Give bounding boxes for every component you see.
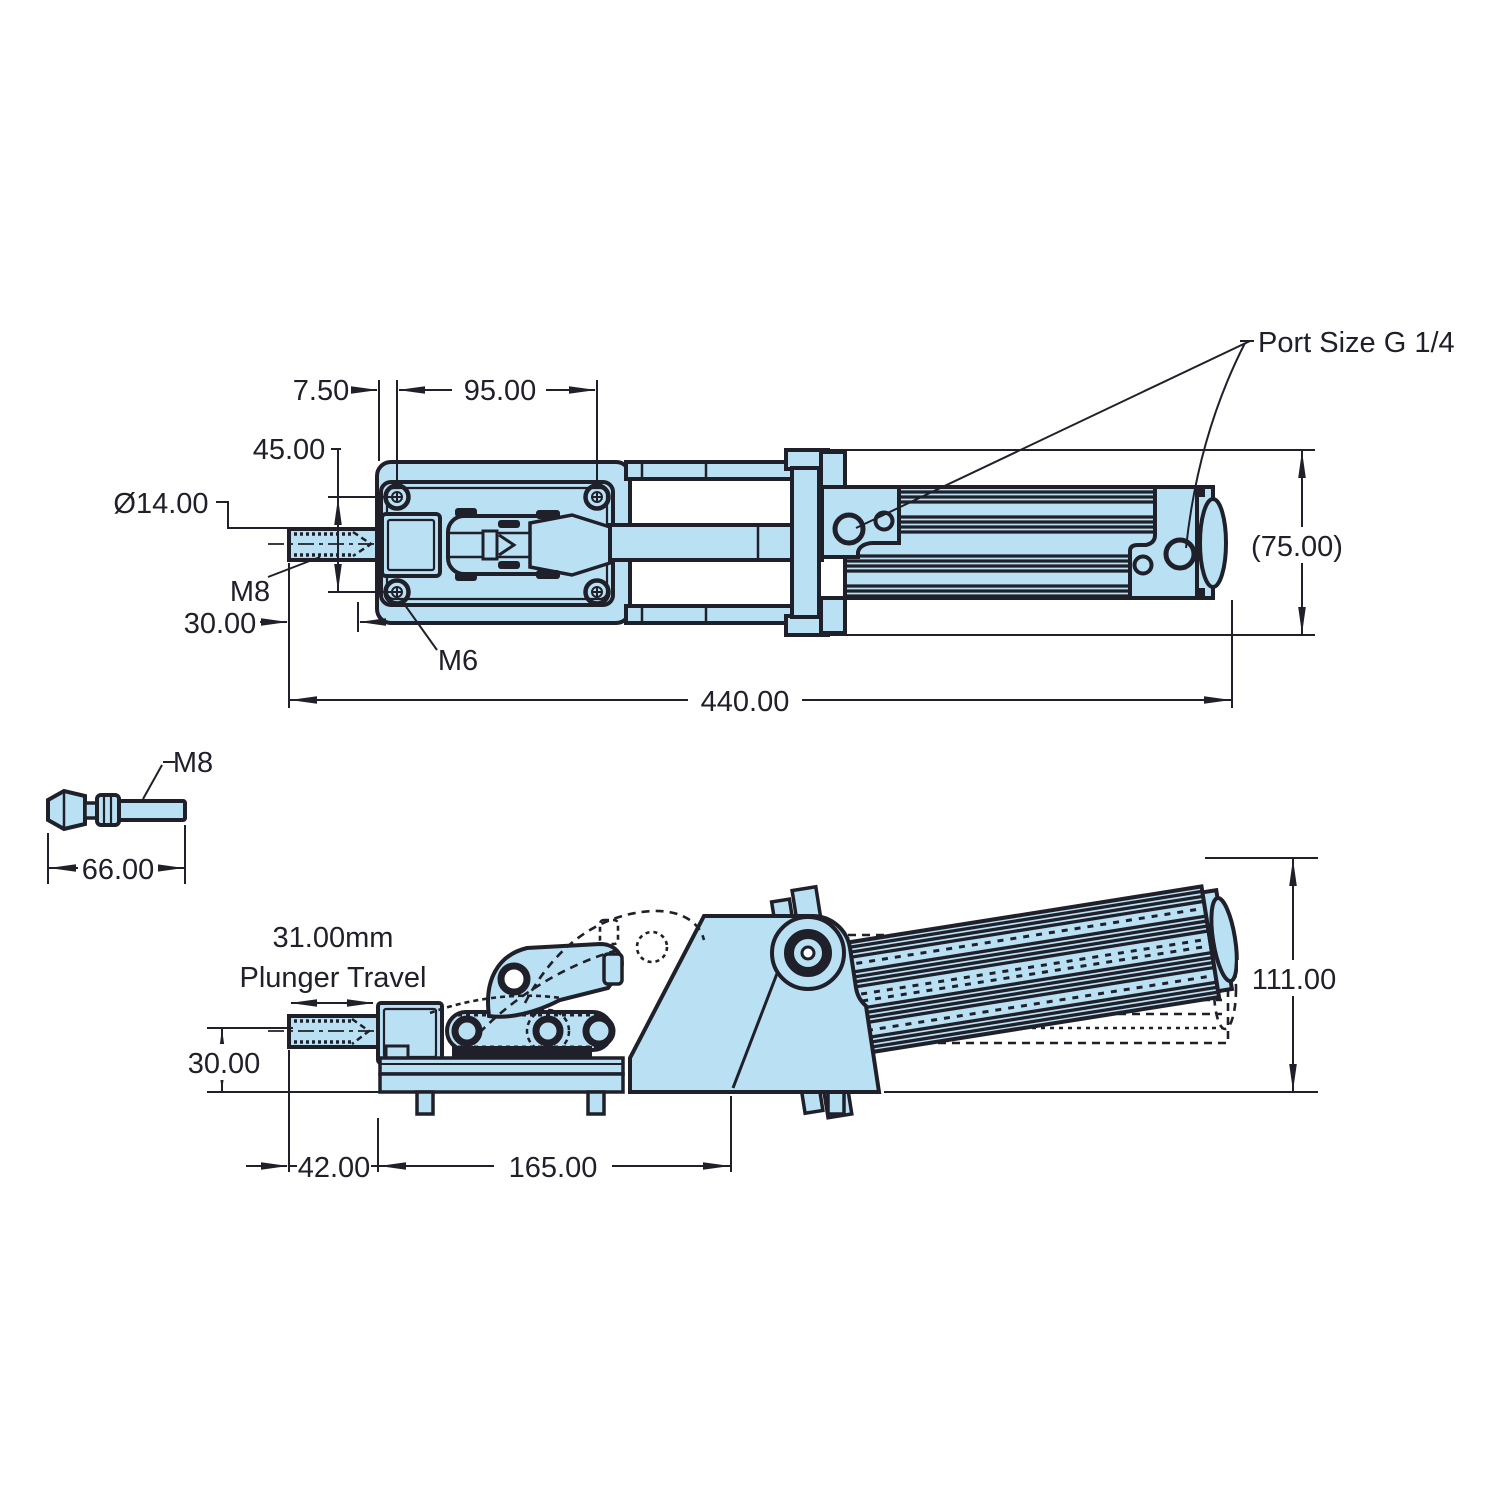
port-leader-left — [855, 340, 1251, 529]
cylinder-side-hidden-rows — [830, 907, 1211, 1037]
mounting-foot — [586, 1090, 606, 1116]
port-hole-right — [1163, 537, 1197, 571]
m8-leader-bolt — [142, 764, 163, 800]
dia14-leader — [216, 501, 289, 529]
dim-111-label: 111.00 — [1252, 964, 1336, 996]
cylinder-top — [820, 485, 1228, 600]
mounting-flange-top — [784, 448, 847, 637]
port-leader-right — [1185, 342, 1246, 549]
dim-30-label-top: 30.00 — [184, 608, 257, 640]
dim-95-label: 95.00 — [464, 375, 537, 407]
dim-45-label: 45.00 — [253, 434, 326, 466]
dimensions — [47, 340, 1318, 1172]
bolt-detail — [46, 788, 187, 832]
clamp-arm-dashed — [429, 909, 706, 1044]
m8-leader-top — [267, 556, 321, 578]
m6-label: M6 — [438, 645, 478, 677]
travel-text-label: Plunger Travel — [240, 962, 427, 994]
port-hole-left — [832, 512, 866, 546]
dim-440-label: 440.00 — [701, 686, 790, 718]
dim-66-label: 66.00 — [82, 854, 155, 886]
cylinder-side-stripes — [819, 889, 1218, 1055]
top-view — [268, 448, 1228, 637]
screw-icon — [583, 578, 611, 606]
toggle-linkage-top — [380, 508, 612, 581]
dim-165-label: 165.00 — [509, 1152, 598, 1184]
dia-14-label: Ø14.00 — [113, 488, 208, 520]
dim-42-label: 42.00 — [298, 1152, 371, 1184]
clamp-arm — [486, 941, 624, 1019]
m8-label-bolt: M8 — [173, 747, 213, 779]
rack-band — [452, 1046, 592, 1057]
dim-7-50-label: 7.50 — [293, 375, 349, 407]
port-size-label: Port Size G 1/4 — [1258, 327, 1455, 359]
link-pads — [455, 508, 560, 581]
dim-75-label: (75.00) — [1251, 531, 1343, 563]
plunger-rod-top — [268, 527, 386, 562]
base-plate — [378, 1056, 846, 1116]
dimension-labels: 7.50 95.00 45.00 Ø14.00 M8 30.00 M6 440.… — [82, 327, 1455, 1184]
m8-label-top: M8 — [230, 576, 270, 608]
label-backgrounds — [78, 527, 1356, 1184]
mounting-foot — [826, 1090, 846, 1116]
pivot-boss — [770, 915, 846, 991]
link-bar-side — [445, 1008, 616, 1057]
dim-30-label-side: 30.00 — [188, 1048, 261, 1080]
travel-value-label: 31.00mm — [273, 922, 394, 954]
plunger-rod-side — [268, 1014, 386, 1049]
side-view — [268, 884, 1239, 1120]
m6-leader — [401, 600, 438, 651]
mounting-foot — [415, 1090, 435, 1116]
